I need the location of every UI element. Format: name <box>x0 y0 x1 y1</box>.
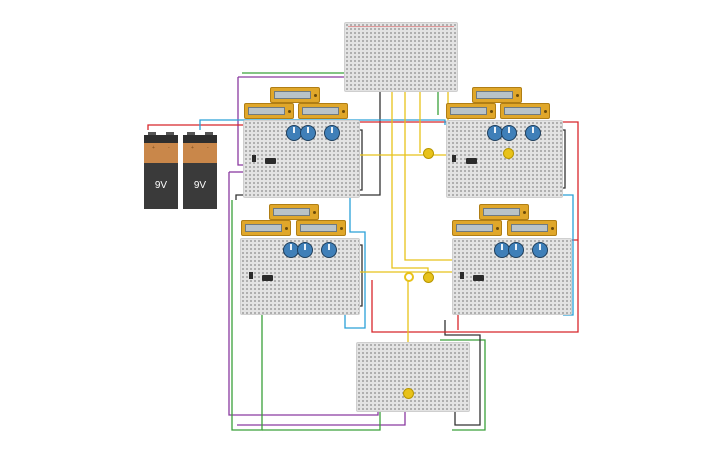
potentiometer-icon[interactable] <box>508 242 524 258</box>
ic-chip-icon[interactable] <box>265 158 276 164</box>
lcd-screen <box>300 224 337 232</box>
lcd-pin-icon <box>285 226 288 230</box>
potentiometer-icon[interactable] <box>532 242 548 258</box>
wire-blue[interactable] <box>555 194 574 316</box>
lcd-pin-icon <box>523 210 526 214</box>
lcd-screen <box>274 91 311 99</box>
battery-negative-label: - <box>207 145 209 151</box>
lcd-screen <box>504 107 541 115</box>
lcd-pin-icon <box>551 226 554 230</box>
battery-negative-label: - <box>168 145 170 151</box>
lcd-pin-icon <box>342 109 345 113</box>
lcd-screen <box>245 224 282 232</box>
potentiometer-icon[interactable] <box>324 125 340 141</box>
ic-chip-icon[interactable] <box>466 158 477 164</box>
lcd-display[interactable] <box>269 204 319 220</box>
terminal-icon <box>148 132 156 136</box>
wire-junction-icon[interactable] <box>423 272 434 283</box>
breadboard-upper-right[interactable] <box>446 120 563 198</box>
lcd-display[interactable] <box>296 220 346 236</box>
wire-yellow[interactable] <box>391 72 429 277</box>
terminal-icon <box>187 132 195 136</box>
lcd-screen <box>456 224 493 232</box>
potentiometer-icon[interactable] <box>525 125 541 141</box>
wire-green[interactable] <box>231 200 263 431</box>
ic-chip-icon[interactable] <box>262 275 273 281</box>
power-rail <box>348 26 454 27</box>
lcd-pin-icon <box>288 109 291 113</box>
potentiometer-icon[interactable] <box>297 242 313 258</box>
battery-label: 9V <box>183 163 217 209</box>
battery-cap <box>144 135 178 143</box>
battery-icon[interactable]: + - 9V <box>183 132 217 209</box>
potentiometer-icon[interactable] <box>300 125 316 141</box>
lcd-display[interactable] <box>452 220 502 236</box>
lcd-display[interactable] <box>298 103 348 119</box>
lcd-display[interactable] <box>270 87 320 103</box>
lcd-screen <box>511 224 548 232</box>
lcd-screen <box>476 91 513 99</box>
lcd-pin-icon <box>490 109 493 113</box>
lcd-screen <box>483 208 520 216</box>
lcd-display[interactable] <box>507 220 557 236</box>
battery-positive-label: + <box>191 145 194 151</box>
battery-band <box>144 143 178 163</box>
lcd-pin-icon <box>314 93 317 97</box>
potentiometer-icon[interactable] <box>501 125 517 141</box>
lcd-screen <box>302 107 339 115</box>
wire-junction-icon[interactable] <box>423 148 434 159</box>
breadboard-top[interactable] <box>344 22 458 92</box>
lcd-screen <box>450 107 487 115</box>
terminal-icon <box>166 132 174 136</box>
lcd-screen <box>273 208 310 216</box>
resistor-icon[interactable] <box>460 272 464 279</box>
wire-junction-icon[interactable] <box>403 388 414 399</box>
breadboard-upper-left[interactable] <box>243 120 360 198</box>
lcd-pin-icon <box>313 210 316 214</box>
lcd-display[interactable] <box>446 103 496 119</box>
wire-red[interactable] <box>147 124 248 130</box>
lcd-display[interactable] <box>472 87 522 103</box>
lcd-pin-icon <box>544 109 547 113</box>
wire-red[interactable] <box>371 121 579 333</box>
resistor-icon[interactable] <box>452 155 456 162</box>
wire-purple[interactable] <box>237 77 245 166</box>
lcd-screen <box>248 107 285 115</box>
battery-cap <box>183 135 217 143</box>
potentiometer-icon[interactable] <box>321 242 337 258</box>
wire-blue[interactable] <box>344 190 366 329</box>
lcd-pin-icon <box>496 226 499 230</box>
wire-junction-icon[interactable] <box>404 272 414 282</box>
wire-junction-icon[interactable] <box>503 148 514 159</box>
terminal-icon <box>205 132 213 136</box>
lcd-pin-icon <box>516 93 519 97</box>
lcd-display[interactable] <box>479 204 529 220</box>
wire-yellow[interactable] <box>404 72 468 261</box>
resistor-icon[interactable] <box>249 272 253 279</box>
lcd-display[interactable] <box>241 220 291 236</box>
battery-positive-label: + <box>152 145 155 151</box>
resistor-icon[interactable] <box>252 155 256 162</box>
ic-chip-icon[interactable] <box>473 275 484 281</box>
battery-label: 9V <box>144 163 178 209</box>
lcd-pin-icon <box>340 226 343 230</box>
breadboard-bottom[interactable] <box>356 342 470 412</box>
lcd-display[interactable] <box>244 103 294 119</box>
lcd-display[interactable] <box>500 103 550 119</box>
battery-band <box>183 143 217 163</box>
wire-purple[interactable] <box>238 60 346 78</box>
battery-icon[interactable]: + - 9V <box>144 132 178 209</box>
wire-green[interactable] <box>440 339 486 431</box>
potentiometer-icon[interactable] <box>286 125 302 141</box>
